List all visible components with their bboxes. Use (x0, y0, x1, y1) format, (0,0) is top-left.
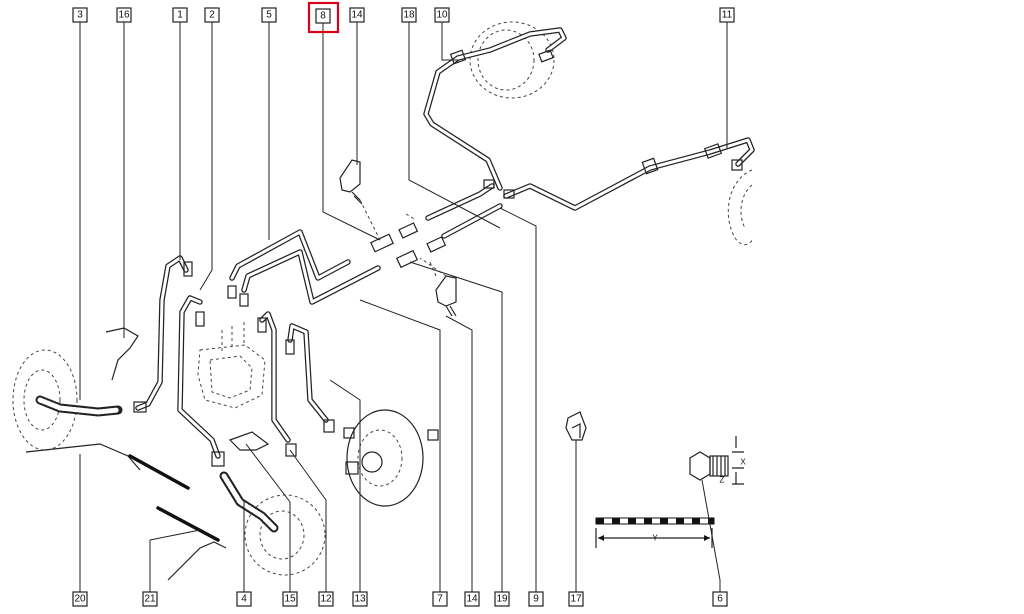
svg-text:12: 12 (320, 594, 332, 605)
callout-18[interactable]: 18 (401, 7, 417, 23)
callout-14-bottom[interactable]: 14 (464, 591, 480, 607)
callout-12[interactable]: 12 (318, 591, 334, 607)
svg-text:15: 15 (284, 594, 296, 605)
dim-z-label: Z (720, 476, 725, 485)
top-labels: 3 16 1 2 5 8 14 18 (72, 1, 735, 34)
brackets (105, 159, 587, 451)
bottom-labels: 20 21 4 15 12 13 7 14 (72, 591, 728, 607)
svg-text:14: 14 (351, 10, 363, 21)
brake-pipes (135, 27, 755, 459)
callout-14-top[interactable]: 14 (349, 7, 365, 23)
wheel-rear-left (244, 494, 326, 576)
callout-17[interactable]: 17 (568, 591, 584, 607)
callout-9[interactable]: 9 (528, 591, 544, 607)
svg-text:19: 19 (496, 594, 508, 605)
svg-text:11: 11 (722, 10, 733, 21)
dim-x-label: X (740, 458, 746, 467)
callout-21[interactable]: 21 (142, 591, 158, 607)
wheel-front-left (12, 349, 78, 451)
svg-text:13: 13 (354, 594, 366, 605)
scale-dim-label: Y (652, 534, 658, 543)
detail-fitting (689, 436, 744, 485)
callout-10[interactable]: 10 (434, 7, 450, 23)
wheel-rear-right (727, 169, 753, 246)
handbrake-cables (25, 443, 227, 581)
callout-15[interactable]: 15 (282, 591, 298, 607)
svg-text:4: 4 (241, 594, 247, 605)
callout-11[interactable]: 11 (719, 7, 735, 23)
svg-text:14: 14 (466, 594, 478, 605)
wheel-front-right (469, 21, 555, 99)
svg-text:6: 6 (717, 594, 723, 605)
callout-20[interactable]: 20 (72, 591, 88, 607)
callout-7[interactable]: 7 (432, 591, 448, 607)
svg-text:7: 7 (437, 594, 443, 605)
callout-19[interactable]: 19 (494, 591, 510, 607)
callout-8-selected[interactable]: 8 (307, 1, 340, 34)
svg-text:16: 16 (118, 10, 130, 21)
scale-bar (595, 517, 715, 548)
abs-unit (197, 322, 266, 409)
flex-hoses (35, 395, 279, 533)
svg-text:9: 9 (533, 594, 539, 605)
leader-lines (79, 22, 728, 592)
detail-dim-labels: X Z (720, 458, 747, 485)
callout-1[interactable]: 1 (172, 7, 188, 23)
svg-text:5: 5 (266, 10, 272, 21)
svg-text:20: 20 (74, 594, 86, 605)
callout-13[interactable]: 13 (352, 591, 368, 607)
svg-text:1: 1 (177, 10, 183, 21)
callout-2[interactable]: 2 (204, 7, 220, 23)
svg-text:18: 18 (403, 10, 415, 21)
svg-text:10: 10 (436, 10, 448, 21)
brake-disc (346, 409, 424, 507)
callout-3[interactable]: 3 (72, 7, 88, 23)
svg-text:8: 8 (320, 11, 326, 22)
svg-text:2: 2 (209, 10, 215, 21)
callout-6[interactable]: 6 (712, 591, 728, 607)
dim-y-label: Y (652, 534, 658, 543)
svg-text:21: 21 (144, 594, 156, 605)
svg-text:3: 3 (77, 10, 83, 21)
svg-text:17: 17 (570, 594, 582, 605)
callout-16-top[interactable]: 16 (116, 7, 132, 23)
callout-5[interactable]: 5 (261, 7, 277, 23)
callout-4[interactable]: 4 (236, 591, 252, 607)
fittings (133, 49, 743, 475)
